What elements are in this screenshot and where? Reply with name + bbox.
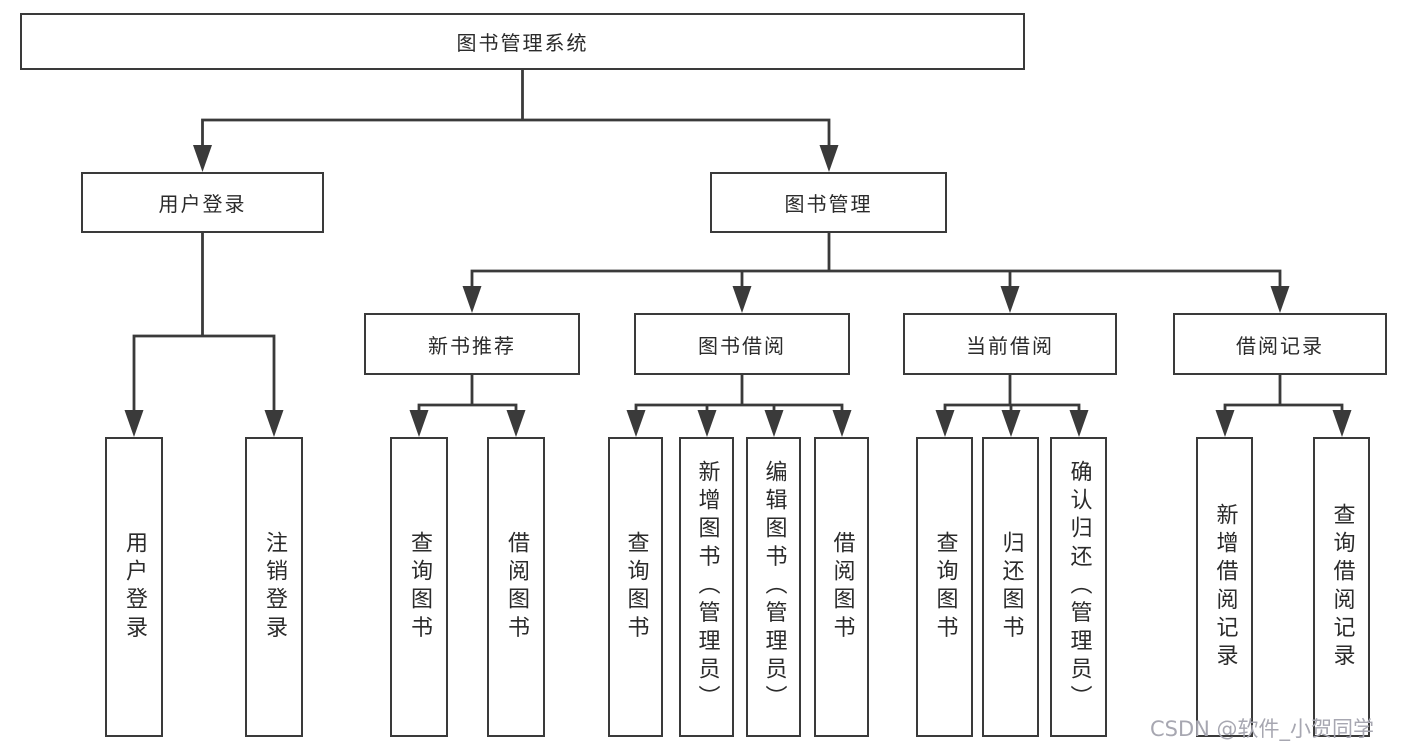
connector-book-management-branch xyxy=(470,233,1282,291)
leaf-bb-query-books: 查询图书 xyxy=(608,437,663,737)
connector-current-borrow-branch xyxy=(943,375,1081,415)
leaf-nbr-borrow-books: 借阅图书 xyxy=(487,437,545,737)
node-borrow-records: 借阅记录 xyxy=(1173,313,1387,375)
leaf-logout-login: 注销登录 xyxy=(245,437,303,737)
leaf-nbr-query-books: 查询图书 xyxy=(390,437,448,737)
node-new-book-recommend: 新书推荐 xyxy=(364,313,580,375)
leaf-bb-add-books-admin: 新增图书（管理员） xyxy=(679,437,734,737)
connector-new-book-branch xyxy=(417,375,518,415)
leaf-br-query-record: 查询借阅记录 xyxy=(1313,437,1370,737)
csdn-watermark: CSDN @软件_小贺同学 xyxy=(1150,717,1375,741)
leaf-bb-edit-books-admin: 编辑图书（管理员） xyxy=(746,437,801,737)
connector-user-login-branch xyxy=(132,233,276,415)
node-current-borrow: 当前借阅 xyxy=(903,313,1117,375)
node-user-login: 用户登录 xyxy=(81,172,324,233)
node-book-borrow: 图书借阅 xyxy=(634,313,850,375)
connector-root-to-level2 xyxy=(201,70,831,150)
leaf-cb-confirm-return-admin: 确认归还（管理员） xyxy=(1050,437,1107,737)
connector-book-borrow-branch xyxy=(634,375,844,415)
arrowheads xyxy=(124,145,1352,437)
leaf-br-add-record: 新增借阅记录 xyxy=(1196,437,1253,737)
leaf-user-login: 用户登录 xyxy=(105,437,163,737)
leaf-bb-borrow-books: 借阅图书 xyxy=(814,437,869,737)
leaf-cb-query-books: 查询图书 xyxy=(916,437,973,737)
node-root-library-management-system: 图书管理系统 xyxy=(20,13,1025,70)
connector-borrow-records-branch xyxy=(1223,375,1344,415)
leaf-cb-return-books: 归还图书 xyxy=(982,437,1039,737)
node-book-management: 图书管理 xyxy=(710,172,947,233)
